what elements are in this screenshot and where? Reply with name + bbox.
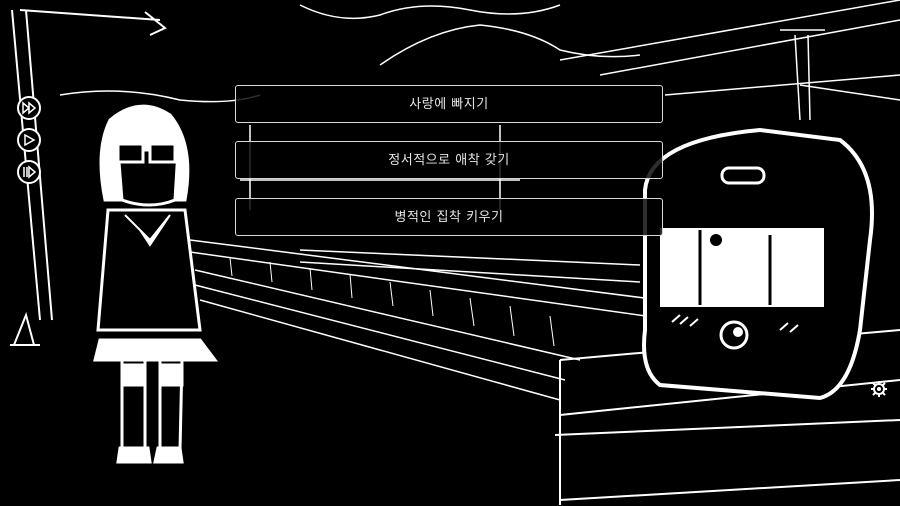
rail-line [299,261,641,283]
rail-line [299,249,641,266]
utility-pole [780,29,825,121]
auto-play-button[interactable] [17,160,41,184]
rail-line [189,251,661,319]
overhead-wire [799,84,900,101]
overhead-wire [559,0,900,61]
play-icon [24,133,36,147]
traffic-cone [10,311,40,346]
rail-ties [229,257,555,347]
hill-outline [379,24,641,66]
choice-fall-in-love[interactable]: 사랑에 빠지기 [235,85,663,123]
overhead-wire [664,74,900,96]
tram [642,127,874,401]
rail-line [194,284,566,381]
fast-forward-button[interactable] [17,96,41,120]
cloud-outline [59,90,261,103]
pause-play-icon [23,165,36,179]
choice-obsession[interactable]: 병적인 집착 키우기 [235,198,663,236]
rail-line [199,299,561,401]
settings-gear-icon[interactable] [870,380,888,398]
rail-line [194,269,581,361]
play-button[interactable] [17,128,41,152]
choice-emotional-attachment[interactable]: 정서적으로 애착 갖기 [235,141,663,179]
girl-character [93,104,218,464]
fast-forward-icon [22,101,36,115]
lamp-arm [19,9,167,36]
cloud-outline [299,4,561,20]
overhead-wire [599,19,900,76]
